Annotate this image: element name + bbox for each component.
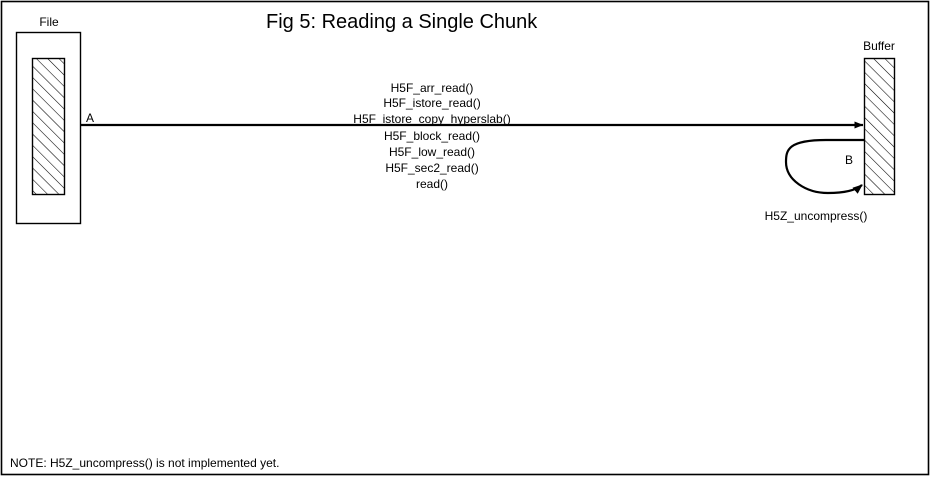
- call-label-2: H5F_istore_copy_hyperslab(): [353, 112, 510, 126]
- uncompress-loop-arrow: [784, 138, 864, 195]
- file-box-label: File: [39, 15, 59, 29]
- call-label-0: H5F_arr_read(): [391, 81, 474, 95]
- label-point-a: A: [86, 111, 94, 125]
- buffer-box-label: Buffer: [863, 39, 895, 53]
- buffer-box-hatched: [863, 57, 896, 196]
- call-label-1: H5F_istore_read(): [383, 96, 480, 110]
- call-label-4: H5F_low_read(): [389, 145, 475, 159]
- file-chunk-hatched: [31, 57, 66, 196]
- call-label-3: H5F_block_read(): [384, 129, 480, 143]
- call-label-5: H5F_sec2_read(): [385, 161, 478, 175]
- call-label-6: read(): [416, 177, 448, 191]
- page-title: Fig 5: Reading a Single Chunk: [266, 11, 538, 33]
- uncompress-loop-caption: H5Z_uncompress(): [765, 209, 868, 223]
- page-border: [0, 0, 930, 476]
- footer-note: NOTE: H5Z_uncompress() is not implemente…: [10, 456, 279, 470]
- label-point-b: B: [845, 153, 853, 167]
